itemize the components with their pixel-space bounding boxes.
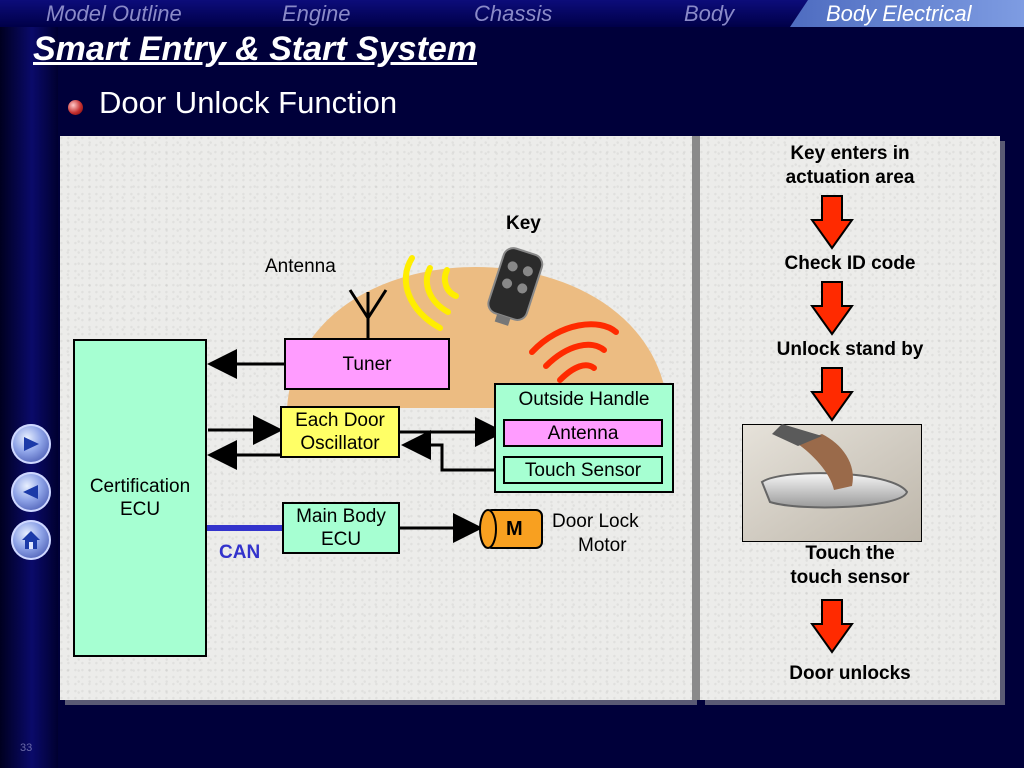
flow-panel — [700, 136, 1000, 700]
tab-chassis[interactable]: Chassis — [474, 1, 553, 26]
home-icon — [22, 531, 40, 549]
flow-step-1-line2: actuation area — [785, 167, 915, 188]
main-body-ecu-box: Main Body ECU — [282, 502, 400, 554]
flow-step-1-line1: Key enters in — [790, 143, 910, 164]
flow-step-4-line1: Touch the — [805, 543, 895, 564]
key-label: Key — [506, 213, 541, 234]
previous-button[interactable] — [11, 472, 51, 512]
antenna-symbol-icon — [348, 289, 388, 338]
door-handle-photo — [742, 424, 922, 542]
oscillator-label-line1: Each Door — [295, 410, 385, 431]
tab-engine[interactable]: Engine — [282, 1, 351, 26]
next-button[interactable] — [11, 424, 51, 464]
page-subtitle: Door Unlock Function — [99, 85, 398, 120]
can-label: CAN — [219, 542, 261, 563]
main-body-label-line2: ECU — [320, 529, 362, 550]
touch-sensor-box: Touch Sensor — [503, 456, 663, 484]
flow-step-5: Door unlocks — [700, 662, 1000, 686]
main-body-label-line1: Main Body — [296, 506, 386, 527]
active-tab-highlight — [790, 0, 1024, 27]
oscillator-label-line2: Oscillator — [300, 433, 380, 454]
next-icon — [24, 437, 39, 451]
tab-body-electrical[interactable]: Body Electrical — [826, 1, 972, 26]
tuner-label: Tuner — [342, 353, 392, 375]
home-button[interactable] — [11, 520, 51, 560]
flow-arrow-down-icon — [810, 195, 854, 250]
oscillator-box: Each Door Oscillator — [280, 406, 400, 458]
key-fob-icon — [487, 247, 544, 326]
flow-step-5-line1: Door unlocks — [789, 663, 911, 684]
key-signal-waves-icon — [402, 255, 459, 331]
door-lock-label-line1: Door Lock — [552, 511, 639, 532]
cert-ecu-label-line1: Certification — [89, 476, 191, 497]
flow-step-4-line2: touch sensor — [790, 567, 910, 588]
handle-antenna-label: Antenna — [547, 422, 619, 444]
touch-sensor-label: Touch Sensor — [524, 459, 642, 481]
door-lock-label-line2: Motor — [578, 535, 627, 556]
panel-divider — [692, 136, 700, 700]
flow-step-2-line1: Check ID code — [784, 253, 916, 274]
flow-step-1: Key enters in actuation area — [700, 142, 1000, 190]
tab-model-outline[interactable]: Model Outline — [46, 1, 182, 26]
outside-handle-label: Outside Handle — [518, 389, 650, 410]
cert-ecu-label-line2: ECU — [119, 499, 161, 520]
flow-step-3-line1: Unlock stand by — [776, 339, 924, 360]
bullet-icon — [68, 100, 83, 115]
antenna-label: Antenna — [265, 256, 336, 277]
flow-arrow-down-icon — [810, 599, 854, 654]
certification-ecu-box: Certification ECU — [73, 339, 207, 657]
flow-step-3: Unlock stand by — [700, 338, 1000, 362]
tuner-box: Tuner — [284, 338, 450, 390]
motor-icon — [479, 509, 543, 549]
motor-symbol: M — [506, 518, 523, 540]
flow-arrow-down-icon — [810, 281, 854, 336]
slide-number: 33 — [20, 742, 33, 754]
previous-icon — [23, 485, 38, 499]
flow-step-4: Touch the touch sensor — [700, 542, 1000, 590]
handle-antenna-box: Antenna — [503, 419, 663, 447]
flow-step-2: Check ID code — [700, 252, 1000, 276]
antenna-signal-waves-icon — [529, 321, 619, 383]
sidebar — [0, 0, 58, 768]
tab-body[interactable]: Body — [684, 1, 735, 26]
flow-arrow-down-icon — [810, 367, 854, 422]
page-title: Smart Entry & Start System — [33, 30, 478, 68]
